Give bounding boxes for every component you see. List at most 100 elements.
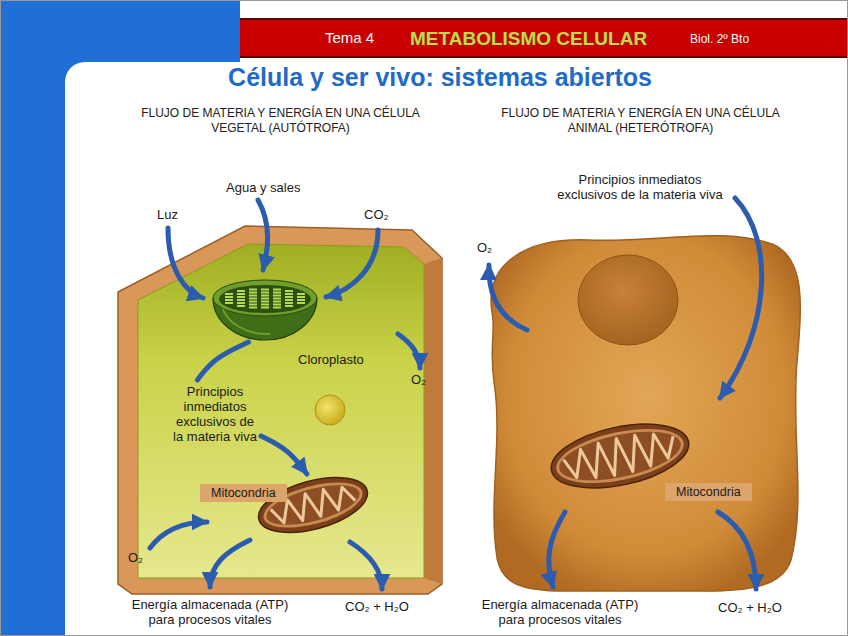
- thylakoid: [273, 307, 281, 309]
- thylakoid: [285, 305, 293, 307]
- thylakoid: [273, 292, 281, 294]
- course-label: Biol. 2º Bto: [690, 32, 749, 47]
- granum: [297, 293, 305, 304]
- granum: [225, 293, 233, 304]
- input-label: CO₂: [364, 207, 389, 222]
- thylakoid: [249, 295, 257, 297]
- thylakoid: [237, 290, 245, 292]
- thylakoid: [237, 299, 245, 301]
- stroma: [219, 285, 311, 313]
- atp-arrow: [549, 512, 565, 587]
- header-rule: [240, 18, 848, 20]
- slide-title: Célula y ser vivo: sistemas abiertos: [140, 62, 740, 92]
- cell-heading: FLUJO DE MATERIA Y ENERGÍA EN UNA CÉLULA…: [491, 106, 791, 136]
- thylakoid: [249, 301, 257, 303]
- header-bar: [240, 18, 848, 58]
- thylakoid: [237, 305, 245, 307]
- light-arrow: [168, 228, 203, 298]
- animal-cell: FLUJO DE MATERIA Y ENERGÍA EN UNA CÉLULA…: [478, 106, 803, 594]
- cristae: [561, 427, 678, 485]
- input-label: Agua y sales: [226, 180, 300, 195]
- header-rule: [240, 56, 848, 58]
- granum: [273, 289, 281, 309]
- thylakoid: [237, 296, 245, 298]
- thylakoid: [261, 304, 269, 306]
- thylakoid: [285, 302, 293, 304]
- cytoplasm: [138, 244, 424, 578]
- mitochondrion: Mitocondria: [252, 474, 374, 536]
- granum: [249, 289, 257, 309]
- cell-wall-side: [424, 258, 442, 584]
- thylakoid: [273, 301, 281, 303]
- thylakoid: [297, 296, 305, 298]
- thylakoid: [285, 290, 293, 292]
- mitochondrion-shape: [545, 420, 695, 492]
- co2-arrow: [326, 230, 378, 297]
- inner-membrane: [259, 473, 367, 536]
- outer-membrane: [253, 467, 374, 542]
- granum: [285, 290, 293, 307]
- thylakoid: [273, 289, 281, 291]
- water-arrow: [258, 200, 268, 270]
- nucleus: [578, 255, 678, 345]
- output-label: O₂: [411, 372, 426, 387]
- o2-in-arrow: [150, 522, 207, 548]
- input-label: Luz: [157, 207, 178, 222]
- output-label: O₂: [477, 240, 492, 255]
- thylakoid: [297, 302, 305, 304]
- thylakoid: [225, 302, 233, 304]
- atp-arrow: [210, 540, 250, 587]
- thylakoid: [273, 298, 281, 300]
- thylakoid: [249, 307, 257, 309]
- granum: [261, 289, 269, 309]
- top-block: [0, 0, 240, 62]
- chloroplast-rim: [213, 280, 317, 316]
- header-title: METABOLISMO CELULAR: [410, 27, 647, 50]
- vacuole: [315, 395, 345, 425]
- mitochondrion-body: [253, 467, 374, 542]
- inner-membrane: [551, 419, 688, 493]
- thylakoid: [261, 292, 269, 294]
- thylakoid: [273, 295, 281, 297]
- thylakoid: [285, 296, 293, 298]
- thylakoid: [261, 295, 269, 297]
- chloroplast-shape: [210, 276, 320, 342]
- side-bar: [0, 0, 65, 636]
- output-label: CO₂ + H₂O: [718, 600, 782, 615]
- o2-out-arrow: [398, 334, 420, 368]
- thylakoid: [237, 293, 245, 295]
- input-label: O₂: [128, 550, 143, 565]
- thylakoid: [249, 298, 257, 300]
- waste-arrow: [350, 542, 382, 589]
- thylakoid: [249, 304, 257, 306]
- plant-cell: FLUJO DE MATERIA Y ENERGÍA EN UNA CÉLULA…: [118, 106, 443, 596]
- thylakoid: [249, 289, 257, 291]
- thylakoid: [225, 293, 233, 295]
- granum: [237, 290, 245, 307]
- edge-label: Principios inmediatos exclusivos de la m…: [171, 384, 259, 444]
- thylakoid: [297, 299, 305, 301]
- thylakoid: [261, 307, 269, 309]
- thylakoid: [261, 298, 269, 300]
- thylakoid: [225, 299, 233, 301]
- connector-path: [197, 342, 248, 380]
- nutrient-arrow: [720, 198, 762, 398]
- o2-arrow: [489, 265, 527, 330]
- cell-membrane: [491, 236, 800, 592]
- input-label: Principios inmediatos exclusivos de la m…: [551, 172, 729, 202]
- thylakoid: [249, 292, 257, 294]
- thylakoid: [285, 299, 293, 301]
- matrix: [555, 423, 685, 490]
- chloroplast: Cloroplasto: [210, 276, 320, 342]
- animal-cell: [491, 236, 800, 592]
- topic-number: Tema 4: [325, 29, 374, 47]
- output-label: Energía almacenada (ATP) para procesos v…: [475, 597, 645, 627]
- flow-arrows: [150, 198, 762, 589]
- mitochondrion: Mitocondria: [545, 420, 695, 492]
- cell-heading: FLUJO DE MATERIA Y ENERGÍA EN UNA CÉLULA…: [131, 106, 431, 136]
